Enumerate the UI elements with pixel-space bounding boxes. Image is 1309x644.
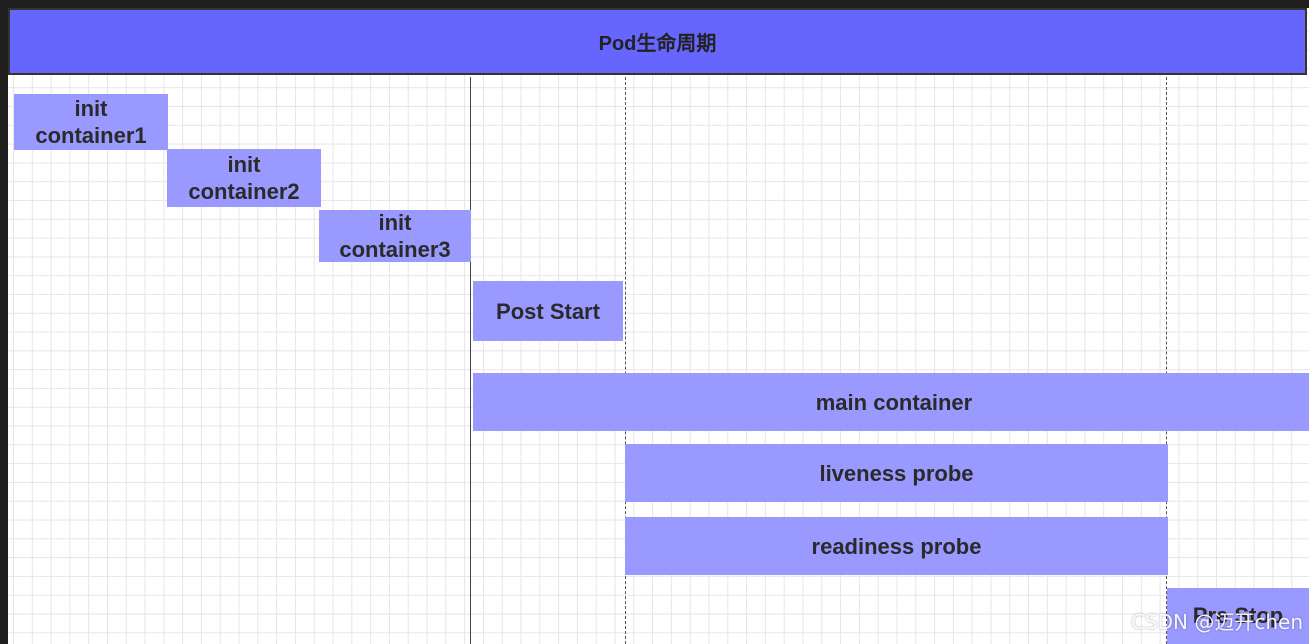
pre-stop-box: Pre Stop xyxy=(1167,588,1309,644)
main-container-box: main container xyxy=(473,373,1309,431)
phase-divider-solid xyxy=(470,77,471,644)
phase-divider-dashed-left xyxy=(625,77,626,644)
readiness-probe-box: readiness probe xyxy=(625,517,1168,575)
csdn-watermark: CSDN @迈开chen xyxy=(1130,610,1303,634)
init-container3-box: init container3 xyxy=(319,210,471,262)
diagram-title: Pod生命周期 xyxy=(8,8,1307,75)
liveness-probe-box: liveness probe xyxy=(625,444,1168,502)
diagram-canvas: Pod生命周期 init container1 init container2 … xyxy=(8,8,1309,644)
post-start-box: Post Start xyxy=(473,281,623,341)
phase-divider-dashed-right xyxy=(1166,77,1167,644)
main-container-label: main container xyxy=(815,389,973,415)
init-container1-box: init container1 xyxy=(14,94,168,150)
init-container2-box: init container2 xyxy=(167,149,321,207)
